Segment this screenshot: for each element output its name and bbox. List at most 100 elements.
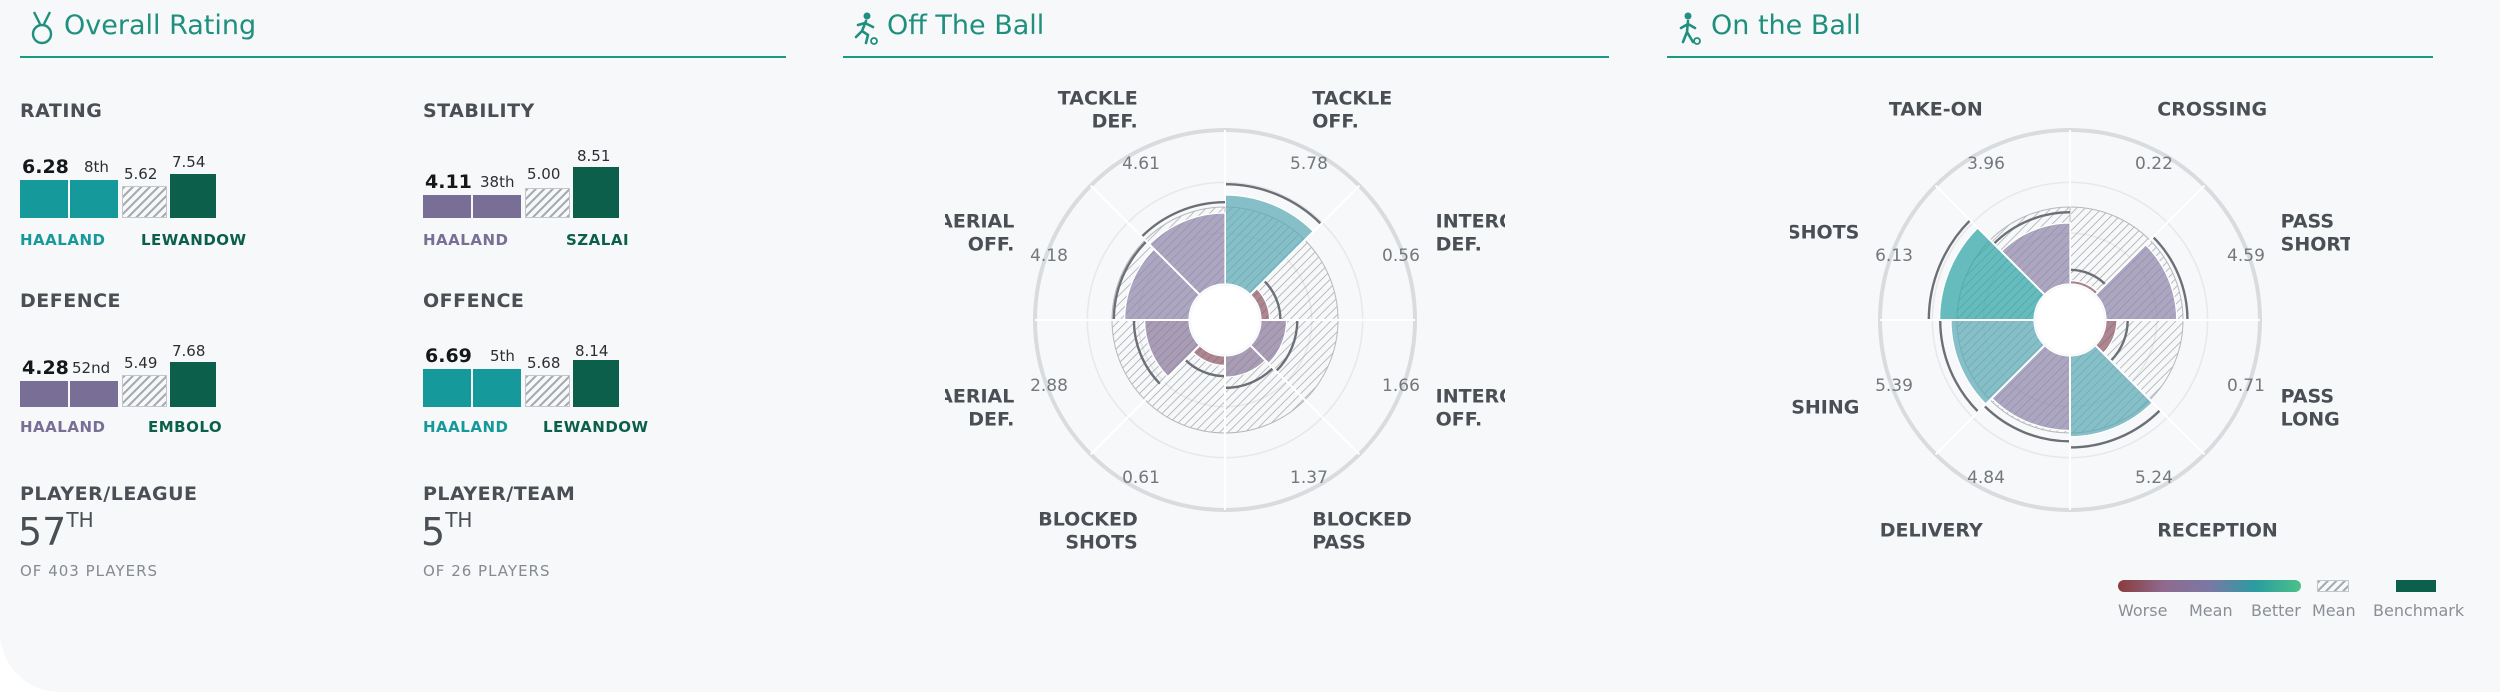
on-ball-benchmark-arc-4 bbox=[1983, 404, 2071, 443]
defence-benchmark-name: EMBOLO bbox=[148, 418, 223, 436]
stability-player-bar bbox=[423, 195, 471, 218]
stability-benchmark-name: SZALAI bbox=[566, 231, 630, 249]
off-ball-spoke-1 bbox=[1249, 184, 1361, 296]
player-team-rank: 5TH bbox=[421, 508, 473, 554]
medal-icon bbox=[31, 11, 53, 45]
legend-mean: Mean bbox=[2189, 601, 2233, 620]
stability-mean-bar bbox=[525, 188, 570, 218]
on-ball-benchmark-arc-0 bbox=[2069, 268, 2107, 286]
overall-rating-title: Overall Rating bbox=[64, 10, 257, 41]
off-ball-value-label-7: 4.61 bbox=[1122, 154, 1160, 174]
stability-mean-value: 5.00 bbox=[527, 165, 561, 183]
offence-benchmark-bar bbox=[573, 360, 619, 407]
offence-benchmark-name: LEWANDOW bbox=[543, 418, 649, 436]
off-ball-benchmark-arc-7 bbox=[1140, 201, 1226, 238]
legend-worse: Worse bbox=[2118, 601, 2168, 620]
on-ball-benchmark-arc-5 bbox=[1939, 319, 1980, 413]
legend-gradient-swatch bbox=[2118, 580, 2301, 592]
player-league-sub: OF 403 PLAYERS bbox=[20, 562, 159, 580]
off-ball-benchmark-arc-3 bbox=[1224, 367, 1274, 390]
on-ball-benchmark-arc-7 bbox=[1992, 211, 2071, 245]
defence-player-bar bbox=[20, 381, 68, 407]
defence-player-value: 4.28 bbox=[22, 357, 69, 379]
on-ball-benchmark-arc-3 bbox=[2069, 409, 2161, 449]
off-ball-center-hole bbox=[1191, 286, 1259, 354]
off-ball-benchmark-arc-6 bbox=[1112, 240, 1148, 321]
defence-benchmark-value: 7.68 bbox=[172, 342, 206, 360]
off-ball-benchmark-arc-5 bbox=[1132, 319, 1162, 386]
player-league-label: PLAYER/LEAGUE bbox=[20, 483, 198, 505]
on-ball-value-label-6: 6.13 bbox=[1875, 246, 1913, 266]
overall-rating-header: Overall Rating bbox=[20, 0, 786, 58]
off-ball-value-label-2: 1.66 bbox=[1382, 376, 1420, 396]
on-ball-category-label-6: SHOTS bbox=[1790, 222, 1859, 244]
running-player-icon bbox=[854, 12, 878, 45]
off-ball-value-label-6: 4.18 bbox=[1030, 246, 1068, 266]
off-ball-spoke-7 bbox=[1089, 184, 1201, 296]
legend-better: Better bbox=[2251, 601, 2301, 620]
off-ball-benchmark-arc-2 bbox=[1275, 319, 1299, 373]
off-ball-category-label-1: INTERCEPTDEF. bbox=[1436, 211, 1505, 256]
off-the-ball-header: Off The Ball bbox=[843, 0, 1609, 58]
rating-player-bar bbox=[20, 180, 68, 218]
legend-benchmark-swatch bbox=[2396, 580, 2436, 592]
off-the-ball-radar: 5.78TACKLEOFF.0.56INTERCEPTDEF.1.66INTER… bbox=[945, 87, 1505, 554]
dribbling-player-icon bbox=[1679, 12, 1701, 45]
on-ball-value-label-0: 0.22 bbox=[2135, 154, 2173, 174]
defence-mean-bar bbox=[122, 375, 167, 407]
off-ball-spoke-3 bbox=[1249, 344, 1361, 456]
on-ball-benchmark-arc-2 bbox=[2109, 319, 2129, 362]
on-ball-value-sector-3 bbox=[2069, 344, 2154, 438]
rating-benchmark-bar bbox=[170, 174, 216, 218]
on-ball-category-label-7: TAKE-ON bbox=[1889, 98, 1983, 120]
off-ball-value-sector-7 bbox=[1148, 212, 1226, 296]
player-league-rank: 57TH bbox=[18, 508, 94, 554]
stability-player-bar-extension bbox=[473, 195, 521, 218]
rating-player-value: 6.28 bbox=[22, 156, 69, 178]
defence-rank: 52nd bbox=[72, 359, 111, 377]
rating-rank: 8th bbox=[84, 158, 109, 176]
offence-mean-value: 5.68 bbox=[527, 354, 561, 372]
on-the-ball-header: On the Ball bbox=[1667, 0, 2433, 58]
stability-benchmark-value: 8.51 bbox=[577, 147, 611, 165]
on-ball-value-label-3: 5.24 bbox=[2135, 468, 2173, 488]
on-ball-category-label-5: FINISHING bbox=[1790, 396, 1859, 418]
on-ball-value-label-2: 0.71 bbox=[2227, 376, 2265, 396]
stability-player-value: 4.11 bbox=[425, 171, 472, 193]
rating-mean-bar bbox=[122, 186, 167, 218]
on-ball-benchmark-arc-1 bbox=[2152, 236, 2189, 321]
on-ball-value-label-4: 4.84 bbox=[1967, 468, 2005, 488]
on-ball-value-sector-7 bbox=[2000, 222, 2071, 296]
offence-benchmark-value: 8.14 bbox=[575, 342, 609, 360]
on-ball-center-hole bbox=[2036, 286, 2104, 354]
rating-benchmark-name: LEWANDOW bbox=[141, 231, 247, 249]
on-ball-value-label-1: 4.59 bbox=[2227, 246, 2265, 266]
on-ball-category-label-0: CROSSING bbox=[2157, 98, 2267, 120]
rating-player-name: HAALAND bbox=[20, 231, 106, 249]
offence-player-bar-extension bbox=[473, 369, 521, 407]
stability-label: STABILITY bbox=[423, 100, 535, 122]
off-ball-value-label-5: 2.88 bbox=[1030, 376, 1068, 396]
on-ball-value-sector-5 bbox=[1950, 319, 2046, 405]
rating-benchmark-value: 7.54 bbox=[172, 153, 206, 171]
off-ball-value-label-3: 1.37 bbox=[1290, 468, 1328, 488]
player-team-sub: OF 26 PLAYERS bbox=[423, 562, 551, 580]
legend-benchmark: Benchmark bbox=[2373, 601, 2465, 620]
defence-player-bar-extension bbox=[70, 381, 118, 407]
off-ball-spoke-5 bbox=[1089, 344, 1201, 456]
defence-label: DEFENCE bbox=[20, 290, 122, 312]
on-ball-spoke-7 bbox=[1934, 184, 2046, 296]
on-ball-value-sector-6 bbox=[1938, 226, 2046, 321]
off-ball-category-label-2: INTERCEPTOFF. bbox=[1436, 385, 1505, 430]
on-ball-spoke-3 bbox=[2094, 344, 2206, 456]
on-the-ball-title: On the Ball bbox=[1711, 10, 1861, 41]
defence-mean-value: 5.49 bbox=[124, 354, 158, 372]
